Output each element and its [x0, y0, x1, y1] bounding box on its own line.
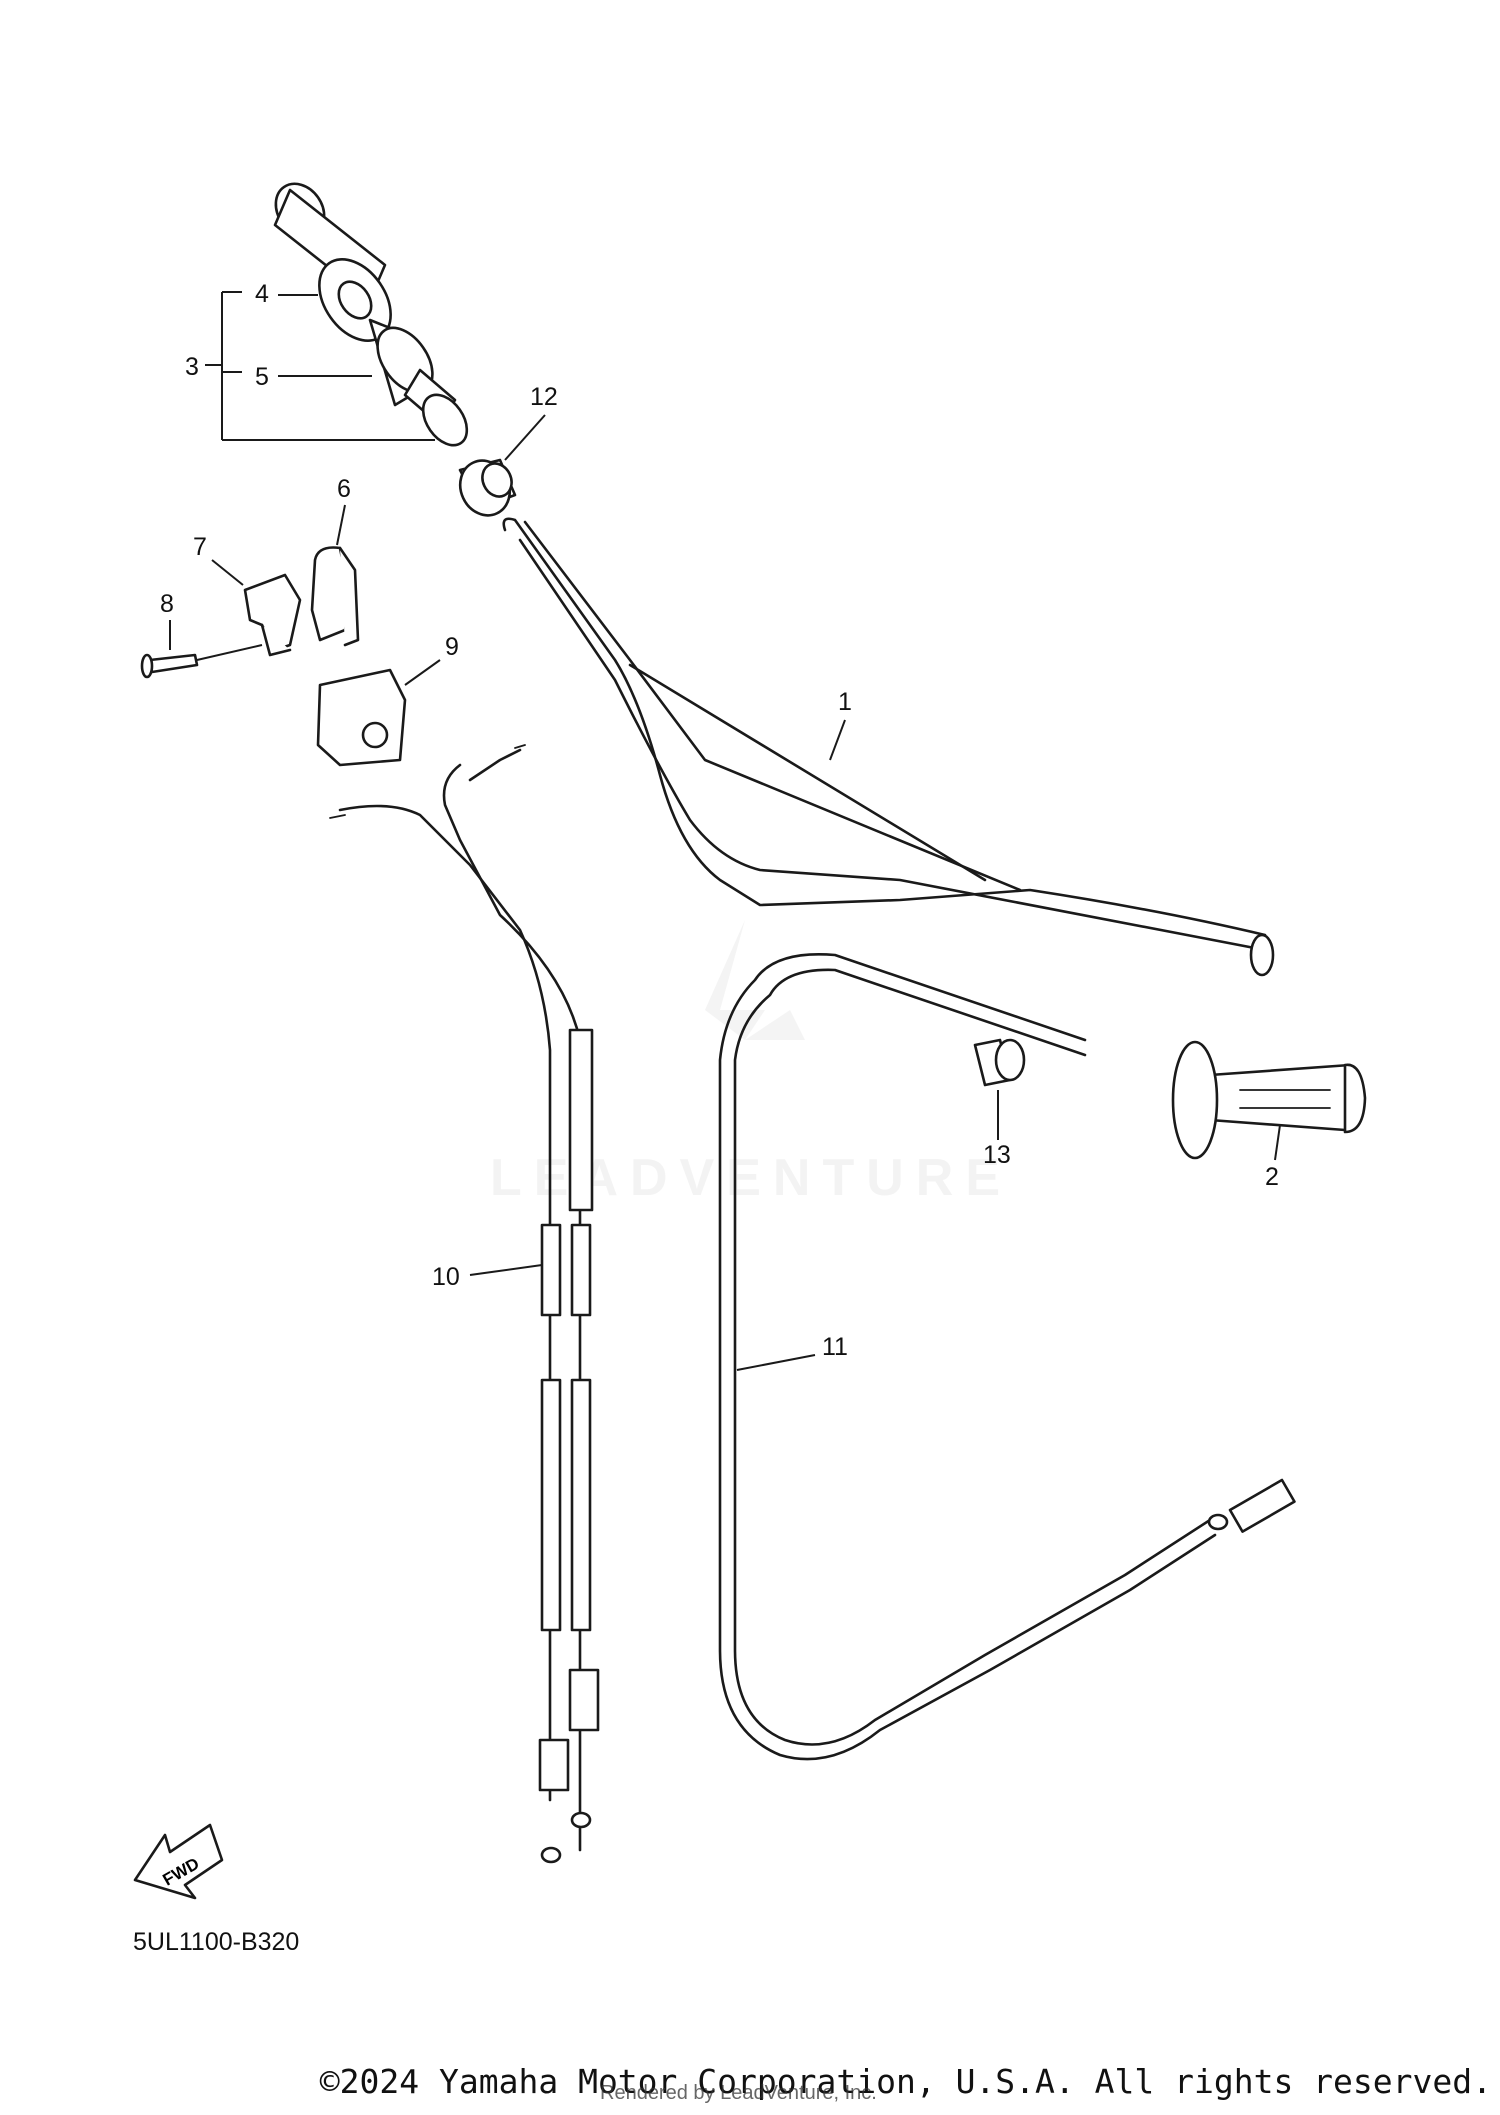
callout-13: 13 [983, 1141, 1011, 1169]
leadventure-watermark: LEADVENTURE [490, 920, 1012, 1207]
collar[interactable] [451, 452, 518, 523]
copyright-notice: ©2024 Yamaha Motor Corporation, U.S.A. A… [319, 2062, 1492, 2101]
throttle-housing-lower[interactable] [243, 573, 302, 657]
throttle-grip-assembly[interactable] [266, 174, 476, 453]
cable-adjuster[interactable] [973, 1038, 1026, 1087]
callout-10: 10 [432, 1263, 460, 1291]
clutch-cable[interactable] [718, 953, 1296, 1761]
callout-2: 2 [1265, 1163, 1279, 1191]
screw[interactable] [140, 653, 199, 679]
callout-6: 6 [337, 475, 351, 503]
throttle-cables[interactable] [329, 744, 600, 1864]
callout-1: 1 [838, 688, 852, 716]
callout-9: 9 [445, 633, 459, 661]
callout-11: 11 [822, 1333, 848, 1361]
callout-4: 4 [255, 280, 269, 308]
watermark-text: LEADVENTURE [490, 1149, 1012, 1207]
forward-direction-arrow: FWD [133, 1823, 224, 1900]
callout-5: 5 [255, 363, 269, 391]
throttle-cover[interactable] [316, 668, 407, 767]
rendered-by-notice: Rendered by LeadVenture, Inc. [600, 2082, 877, 2104]
throttle-housing-upper[interactable] [310, 546, 360, 647]
right-grip[interactable] [1171, 1040, 1367, 1160]
diagram-code: 5UL1100-B320 [133, 1928, 299, 1956]
callout-3: 3 [185, 353, 199, 381]
callout-8: 8 [160, 590, 174, 618]
callouts: 1 2 3 4 5 6 7 8 9 10 11 12 13 [160, 280, 1281, 1371]
callout-12: 12 [530, 383, 558, 411]
callout-7: 7 [193, 533, 207, 561]
handlebar[interactable] [502, 517, 1275, 977]
